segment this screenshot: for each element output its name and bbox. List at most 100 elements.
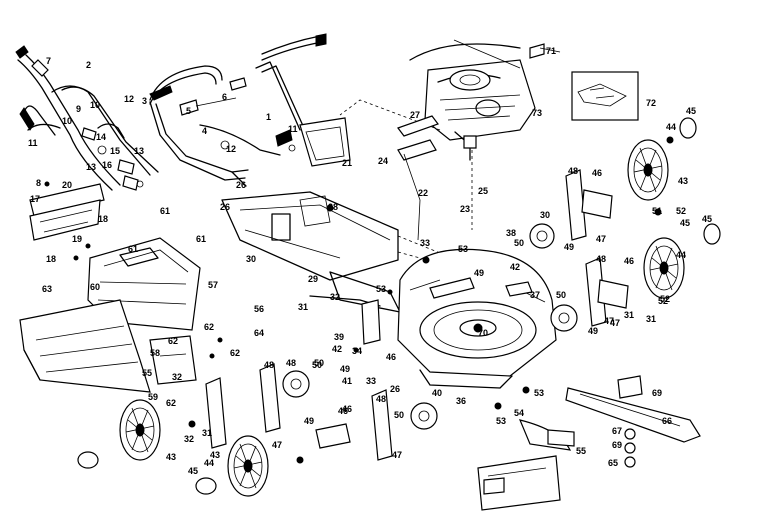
part-number-label: 47: [610, 318, 620, 328]
engine-drawing: [339, 43, 545, 230]
part-number-label: 43: [678, 176, 688, 186]
part-number-label: 62: [166, 398, 176, 408]
part-number-label: 53: [534, 388, 544, 398]
part-number-label: 36: [456, 396, 466, 406]
part-number-label: 44: [666, 122, 676, 132]
height-adjuster-drawings: [205, 169, 629, 461]
part-number-label: 9: [76, 104, 81, 114]
part-number-label: 13: [86, 162, 96, 172]
part-number-label: 60: [90, 282, 100, 292]
part-number-label: 2: [86, 60, 91, 70]
part-number-label: 47: [596, 234, 606, 244]
part-number-label: 69: [612, 440, 622, 450]
wheel-drawings: [77, 117, 721, 497]
part-number-label: 14: [96, 132, 106, 142]
handle-assembly-drawing: [15, 33, 327, 191]
part-number-label: 11: [288, 124, 298, 134]
part-number-label: 46: [592, 168, 602, 178]
part-number-label: 48: [264, 360, 274, 370]
part-number-label: 72: [646, 98, 656, 108]
part-number-label: 71: [546, 46, 556, 56]
part-number-label: 50: [556, 290, 566, 300]
wheel-upper-right: [627, 139, 669, 201]
part-number-label: 49: [588, 326, 598, 336]
part-number-label: 12: [124, 94, 134, 104]
part-number-label: 52: [660, 294, 670, 304]
part-number-label: 23: [460, 204, 470, 214]
part-number-label: 53: [496, 416, 506, 426]
detail-inset-drawing: [571, 71, 639, 121]
part-number-label: 61: [196, 234, 206, 244]
part-number-label: 53: [458, 244, 468, 254]
part-number-label: 43: [166, 452, 176, 462]
part-number-label: 13: [134, 146, 144, 156]
part-number-label: 38: [506, 228, 516, 238]
part-number-label: 30: [246, 254, 256, 264]
part-number-label: 18: [46, 254, 56, 264]
part-number-label: 67: [612, 426, 622, 436]
part-number-label: 47: [604, 316, 614, 326]
part-number-label: 52: [676, 206, 686, 216]
part-number-label: 26: [390, 384, 400, 394]
wheel-lower-center: [227, 435, 269, 497]
part-number-label: 62: [168, 336, 178, 346]
part-number-label: 42: [510, 262, 520, 272]
part-number-label: 50: [394, 410, 404, 420]
part-number-label: 48: [568, 166, 578, 176]
part-number-label: 10: [90, 100, 100, 110]
grass-catcher-drawing: [19, 183, 201, 393]
part-number-label: 66: [662, 416, 672, 426]
part-number-label: 42: [332, 344, 342, 354]
part-number-label: 29: [308, 274, 318, 284]
part-number-label: 65: [608, 458, 618, 468]
part-number-label: 31: [646, 314, 656, 324]
part-number-label: 46: [624, 256, 634, 266]
part-number-label: 26: [220, 202, 230, 212]
part-number-label: 45: [188, 466, 198, 476]
part-number-label: 32: [330, 292, 340, 302]
part-number-label: 3: [142, 96, 147, 106]
part-number-label: 31: [298, 302, 308, 312]
part-number-label: 28: [328, 202, 338, 212]
part-number-label: 33: [420, 238, 430, 248]
part-number-label: 32: [172, 372, 182, 382]
part-number-label: 37: [530, 290, 540, 300]
part-number-label: 40: [432, 388, 442, 398]
part-number-label: 59: [148, 392, 158, 402]
part-number-label: 73: [532, 108, 542, 118]
part-number-label: 5: [186, 106, 191, 116]
part-number-label: 46: [386, 352, 396, 362]
part-number-label: 49: [564, 242, 574, 252]
part-number-label: 51: [652, 206, 662, 216]
part-number-label: 34: [352, 346, 362, 356]
part-number-label: 47: [272, 440, 282, 450]
frame-bracket-drawing: [221, 115, 471, 345]
part-number-label: 49: [340, 364, 350, 374]
part-number-label: 46: [342, 404, 352, 414]
part-number-label: 12: [226, 144, 236, 154]
part-number-label: 46: [338, 406, 348, 416]
part-number-label: 15: [110, 146, 120, 156]
hardware-drawings: [44, 39, 674, 464]
part-number-label: 50: [314, 358, 324, 368]
part-number-label: 39: [334, 332, 344, 342]
part-number-label: 25: [478, 186, 488, 196]
part-number-label: 55: [576, 446, 586, 456]
wheel-middle-right: [643, 237, 685, 299]
part-number-label: 61: [160, 206, 170, 216]
part-number-label: 21: [342, 158, 352, 168]
part-number-label: 17: [30, 194, 40, 204]
part-number-label: 64: [254, 328, 264, 338]
part-number-label: 62: [230, 348, 240, 358]
part-number-label: 62: [204, 322, 214, 332]
part-number-label: 70: [478, 328, 488, 338]
part-number-label: 18: [98, 214, 108, 224]
part-number-label: 43: [210, 450, 220, 460]
part-number-label: 52: [658, 296, 668, 306]
part-number-label: 20: [62, 180, 72, 190]
part-number-label: 4: [202, 126, 207, 136]
part-number-label: 45: [702, 214, 712, 224]
part-number-label: 48: [376, 394, 386, 404]
part-number-label: 49: [304, 416, 314, 426]
